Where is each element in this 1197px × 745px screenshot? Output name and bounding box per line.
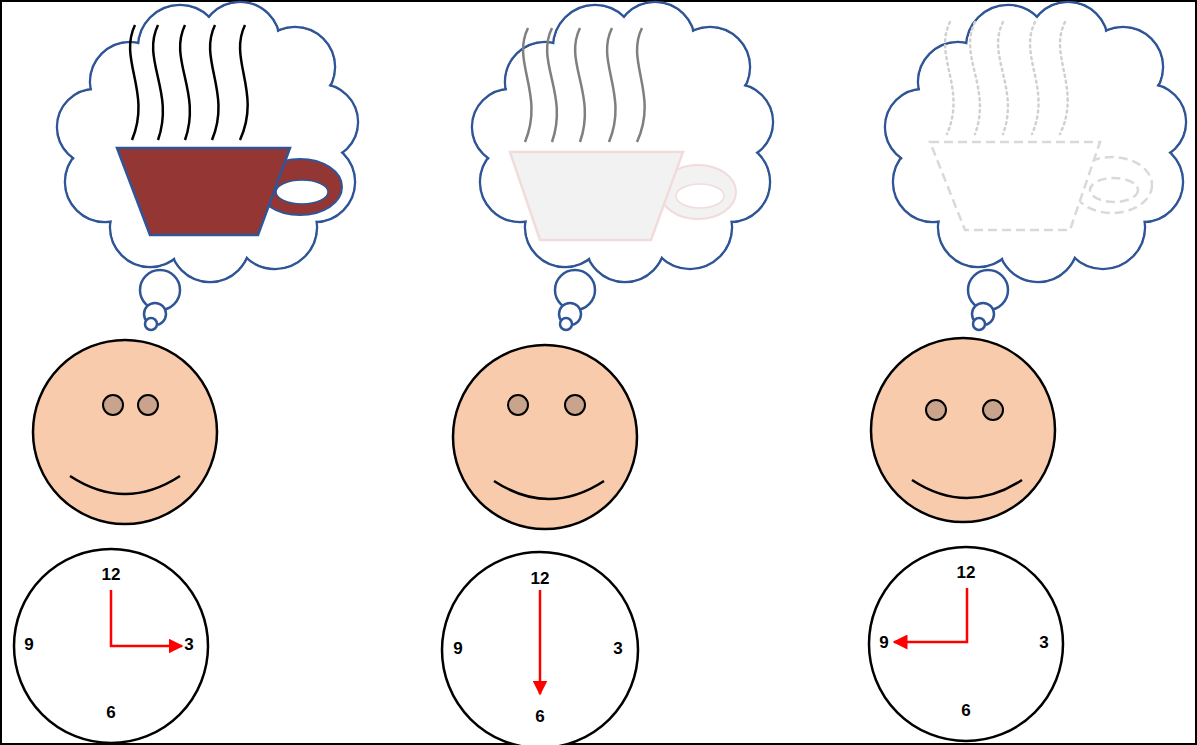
steam-lines — [523, 28, 645, 142]
clock-circle — [869, 547, 1063, 741]
thought-cloud — [57, 2, 358, 330]
clock-number: 6 — [961, 702, 970, 719]
face-circle — [33, 340, 217, 524]
face-circle — [453, 345, 637, 529]
smiley-face — [33, 340, 217, 524]
steam-lines — [945, 22, 1068, 134]
clock-number: 9 — [879, 634, 888, 651]
thought-cloud — [885, 2, 1186, 330]
clock-hand — [894, 588, 967, 642]
clock-hand — [111, 590, 182, 646]
cup-body — [930, 142, 1100, 230]
cup-handle-hole — [1090, 178, 1138, 202]
smiley-face — [453, 345, 637, 529]
steam-line — [970, 22, 980, 134]
clock-number: 3 — [184, 636, 193, 653]
clock-number: 9 — [24, 636, 33, 653]
clock-number: 12 — [102, 566, 121, 583]
clock-number: 6 — [106, 704, 115, 721]
steam-line — [575, 28, 585, 142]
face-smile — [912, 480, 1022, 498]
face-eye — [508, 395, 528, 415]
steam-line — [153, 25, 163, 140]
steam-line — [637, 28, 645, 142]
clock-number: 3 — [613, 640, 622, 657]
steam-line — [945, 22, 953, 134]
face-eye — [103, 395, 123, 415]
steam-line — [998, 22, 1008, 134]
cup-handle-hole — [276, 180, 328, 204]
cup-handle-hole — [676, 184, 724, 208]
steam-lines — [130, 25, 248, 140]
steam-line — [523, 28, 531, 142]
smiley-face — [871, 338, 1055, 522]
steam-line — [130, 25, 138, 140]
face-eye — [138, 395, 158, 415]
coffee-cup-vivid — [117, 25, 342, 235]
clock-face: 12 9 3 6 — [440, 550, 640, 745]
face-smile — [494, 481, 604, 499]
steam-line — [180, 25, 190, 140]
steam-line — [240, 25, 248, 140]
clock-face: 12 9 3 6 — [12, 547, 210, 745]
coffee-cup-faded — [510, 28, 736, 240]
cup-body — [510, 152, 683, 240]
face-eye — [983, 400, 1003, 420]
clock-number: 6 — [535, 708, 544, 725]
clock-circle — [442, 552, 638, 745]
face-circle — [871, 338, 1055, 522]
steam-line — [210, 25, 218, 140]
coffee-cup-ghost — [930, 22, 1152, 230]
face-eye — [565, 395, 585, 415]
face-eye — [926, 400, 946, 420]
clock-number: 9 — [453, 640, 462, 657]
clock-number: 12 — [531, 570, 550, 587]
clock-circle — [14, 549, 208, 743]
clock-hand — [539, 590, 542, 694]
steam-line — [1030, 22, 1038, 134]
clock-number: 3 — [1039, 634, 1048, 651]
thought-cloud — [472, 2, 773, 330]
cup-body — [117, 148, 290, 235]
steam-line — [1060, 22, 1068, 134]
clock-face: 12 9 3 6 — [867, 545, 1065, 743]
clock-number: 12 — [957, 564, 976, 581]
face-smile — [70, 476, 180, 494]
steam-line — [607, 28, 615, 142]
steam-line — [547, 28, 557, 142]
